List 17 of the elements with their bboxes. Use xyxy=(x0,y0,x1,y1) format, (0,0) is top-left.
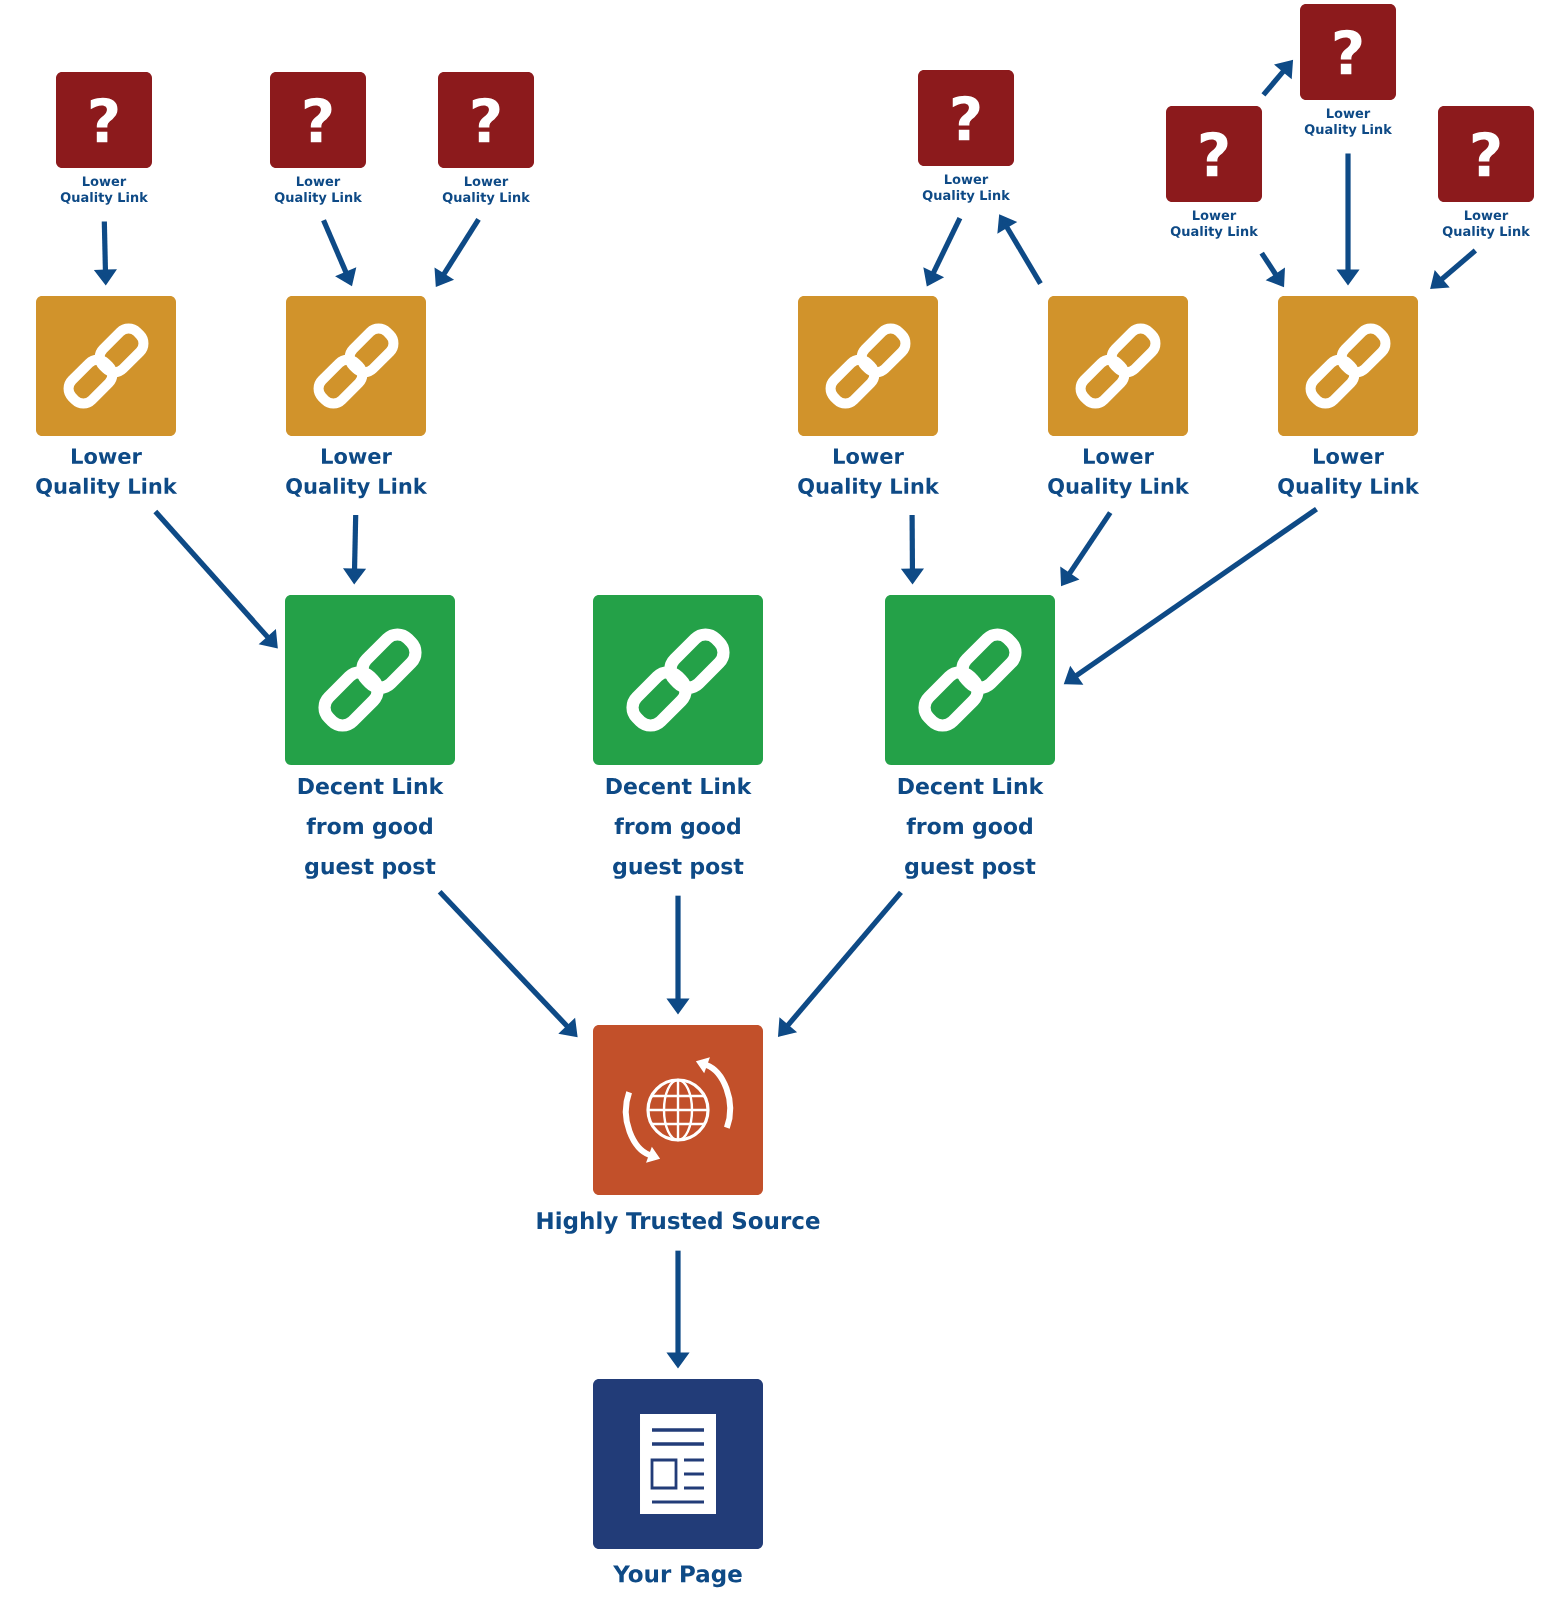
node-label: Decent Link from good guest post xyxy=(298,777,444,879)
node-label: Lower Quality Link xyxy=(1278,448,1420,499)
node-label: Your Page xyxy=(613,1565,742,1588)
node-label: Lower Quality Link xyxy=(286,448,428,499)
question-tile: ? xyxy=(1438,106,1534,202)
node-label: Lower Quality Link xyxy=(36,448,178,499)
question-tile: ? xyxy=(1166,106,1262,202)
node-label: Highly Trusted Source xyxy=(537,1211,820,1234)
node-label: Lower Quality Link xyxy=(1048,448,1190,499)
question-tile: ? xyxy=(56,72,152,168)
node-label: Decent Link from good guest post xyxy=(898,777,1044,879)
node-label: Lower Quality Link xyxy=(798,448,940,499)
question-tile: ? xyxy=(918,70,1014,166)
node-label: Decent Link from good guest post xyxy=(606,777,752,879)
question-tile: ? xyxy=(438,72,534,168)
question-tile: ? xyxy=(1300,4,1396,100)
question-tile: ? xyxy=(270,72,366,168)
